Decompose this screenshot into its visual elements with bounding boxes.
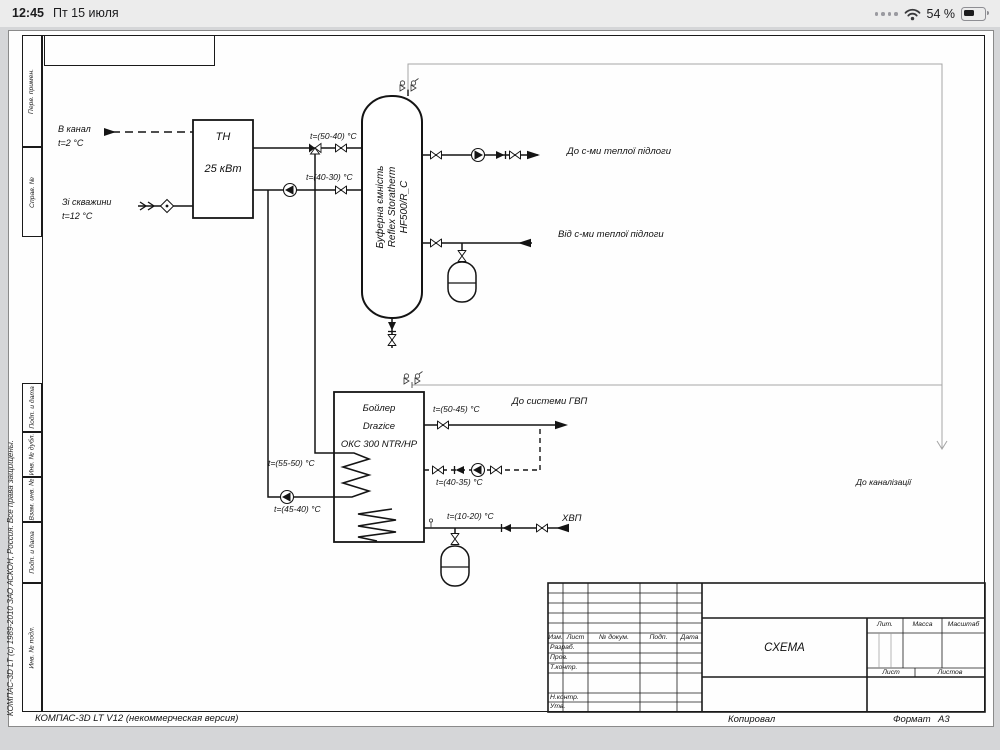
- footer-format-value: А3: [938, 714, 950, 725]
- buffer-tank-label: Буферна ємність Reflex Storatherm HF500/…: [374, 165, 410, 249]
- label-from-well: Зі скважини: [62, 197, 112, 207]
- label-to-floor: До с-ми теплої підлоги: [567, 146, 671, 157]
- title-block-thick-lines: [547, 582, 986, 713]
- tb-col-docnum: № докум.: [599, 634, 629, 641]
- battery-percent: 54 %: [926, 7, 956, 21]
- clock: 12:45: [12, 6, 44, 20]
- valve-icon: [430, 150, 442, 160]
- safety-valve-group-icon: [399, 78, 419, 96]
- valve-icon: [536, 523, 548, 533]
- expansion-vessel-icon: [447, 261, 477, 303]
- document-title: СХЕМА: [764, 641, 805, 654]
- tb-row-nkontr: Н.контр.: [550, 694, 579, 701]
- boiler-label: Бойлер Drazice ОКС 300 NTR/HP: [340, 403, 418, 450]
- flow-arrow: [556, 523, 569, 533]
- stamp-extra-box: [44, 36, 215, 66]
- three-way-valve-icon: [308, 143, 322, 155]
- label-to-dhw: До системи ГВП: [512, 396, 588, 407]
- tb-row-prov: Пров.: [550, 654, 568, 661]
- heat-pump-name: ТН: [215, 131, 231, 143]
- valve-icon: [335, 185, 347, 195]
- tb-sheets: Листов: [937, 669, 963, 676]
- valve-icon: [457, 250, 467, 262]
- tb-sheet: Лист: [882, 669, 900, 676]
- margin-box-sprav-no: Справ. №: [22, 147, 42, 237]
- status-bar: 12:45 Пт 15 июля 54 %: [0, 0, 1000, 27]
- buffer-tank-outline: [361, 95, 423, 319]
- heat-pump-outline: [192, 119, 254, 219]
- cellular-signal-icon: [874, 12, 898, 16]
- expansion-vessel-icon: [440, 545, 470, 587]
- drawing-frame: [42, 35, 985, 712]
- flow-arrow: [555, 420, 568, 430]
- check-valve-icon: [453, 465, 465, 475]
- label-return-temp: t=(40-30) °С: [306, 172, 353, 182]
- label-to-channel-temp: t=2 °С: [58, 138, 84, 148]
- valve-icon: [490, 465, 502, 475]
- pump-icon: [470, 147, 486, 163]
- tb-col-list: Лист: [566, 634, 585, 641]
- pump-icon: [279, 489, 295, 505]
- margin-box-inv-dubl: Инв. № дубл.: [22, 432, 42, 477]
- tb-row-razrab: Разраб.: [550, 644, 575, 651]
- footer-format-label: Формат: [893, 714, 931, 725]
- valve-icon: [450, 533, 460, 545]
- status-date: Пт 15 июля: [53, 6, 119, 20]
- app-version-label: КОМПАС-3D LT V12 (некоммерческая версия): [35, 713, 239, 724]
- margin-box-podp-data-2: Подп. и дата: [22, 522, 42, 583]
- footer-copied: Копировал: [728, 714, 776, 725]
- valve-icon: [430, 238, 442, 248]
- drawing-canvas[interactable]: [8, 30, 994, 727]
- pump-icon: [470, 462, 486, 478]
- check-valve-icon: [387, 321, 397, 333]
- label-to-sewer: До каналізації: [856, 477, 912, 487]
- label-from-well-temp: t=12 °С: [62, 211, 93, 221]
- label-supply-temp: t=(50-40) °С: [310, 131, 357, 141]
- flow-arrow: [527, 150, 540, 160]
- tb-col-izm: Изм.: [548, 634, 563, 641]
- valve-icon: [437, 420, 449, 430]
- filter-icon: [159, 198, 175, 214]
- valve-icon: [335, 143, 347, 153]
- tb-col-podp: Подп.: [649, 634, 668, 641]
- margin-box-podp-data-1: Подп. и дата: [22, 383, 42, 432]
- margin-box-inv-podl: Инв. № подл.: [22, 583, 42, 712]
- margin-box-vzam-inv: Взам. инв. №: [22, 477, 42, 522]
- label-from-floor: Від с-ми теплої підлоги: [558, 229, 664, 240]
- boiler-heater-element: [357, 508, 397, 542]
- boiler-coil: [334, 452, 372, 498]
- heat-pump-power: 25 кВт: [204, 163, 242, 175]
- label-cold-water: ХВП: [562, 513, 582, 524]
- label-cold-temp: t=(10-20) °С: [447, 511, 494, 521]
- tb-scale: Масштаб: [947, 621, 980, 628]
- sewer-pipes: [407, 63, 948, 450]
- tb-row-tkontr: Т.контр.: [550, 664, 578, 671]
- tb-lit: Лит.: [877, 621, 893, 628]
- dashed-pipes: [112, 131, 541, 471]
- tb-col-data: Дата: [680, 634, 699, 641]
- safety-valve-group-icon: [403, 371, 423, 389]
- check-valve-icon: [500, 523, 512, 533]
- lit-subcells: [878, 633, 892, 668]
- flow-arrow: [518, 238, 531, 248]
- label-boiler-return-temp: t=(45-40) °С: [274, 504, 321, 514]
- label-dhw-temp: t=(50-45) °С: [433, 404, 480, 414]
- label-boiler-supply-temp: t=(55-50) °С: [268, 458, 315, 468]
- title-block-thin-lines: [548, 583, 985, 712]
- label-to-channel: В канал: [58, 124, 91, 134]
- tb-row-utv: Утв.: [550, 703, 566, 710]
- valve-icon: [509, 150, 521, 160]
- wifi-icon: [904, 8, 920, 20]
- valve-icon: [432, 465, 444, 475]
- tb-mass: Масса: [912, 621, 933, 628]
- valve-icon: [387, 334, 397, 346]
- battery-icon: [961, 7, 989, 21]
- label-recirc-temp: t=(40-35) °С: [436, 477, 483, 487]
- status-indicators: 54 %: [874, 4, 989, 24]
- flow-arrow: [104, 128, 116, 136]
- pump-icon: [282, 182, 298, 198]
- check-valve-icon: [495, 150, 507, 160]
- margin-box-perv-primen: Перв. примен.: [22, 35, 42, 147]
